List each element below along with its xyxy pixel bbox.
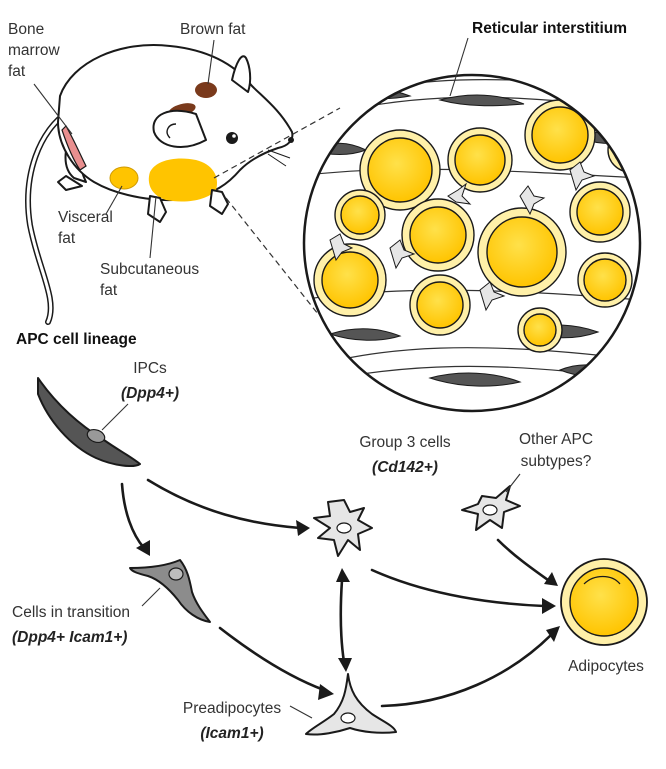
reticular-interstitium-zoom: [302, 73, 642, 413]
visceral-fat-icon: [109, 166, 139, 190]
mouse-hind-foot: [57, 175, 83, 191]
lineage-arrows: [120, 478, 560, 708]
mouse-eye: [226, 132, 238, 144]
ipc-cell: [37, 377, 141, 467]
adipocytes-name: Adipocytes: [568, 658, 644, 675]
mouse-front-leg: [147, 195, 167, 223]
arrow-other-to-adipocyte: [496, 538, 550, 582]
transition-marker: (Dpp4+ Icam1+): [12, 629, 127, 646]
transition-cell: [129, 559, 211, 623]
preadipocytes-name: Preadipocytes: [183, 700, 281, 717]
subcutaneous-fat-icon: [148, 158, 218, 202]
leader-transition: [141, 587, 161, 607]
label-bone-marrow-1: Bone: [8, 21, 44, 38]
other-apc-line2: subtypes?: [521, 453, 592, 470]
label-subcutaneous-2: fat: [100, 282, 118, 299]
group3-name: Group 3 cells: [359, 434, 451, 451]
arrow-group3-to-adipocyte: [370, 568, 546, 608]
ipcs-marker: (Dpp4+): [121, 385, 179, 402]
preadipocyte-cell: [305, 673, 397, 736]
bone-marrow-fat-icon: [61, 125, 87, 171]
preadipocytes-marker: (Icam1+): [200, 725, 263, 742]
interstitium-title: Reticular interstitium: [472, 20, 627, 37]
leader-ipcs: [101, 403, 129, 431]
brown-fat-icon: [195, 82, 217, 98]
arrow-transition-to-preadipocyte: [218, 626, 326, 692]
mouse-front-leg-2: [209, 189, 229, 215]
lineage-title: APC cell lineage: [16, 331, 137, 348]
arrow-ipc-to-group3: [146, 478, 302, 530]
leader-subcutaneous: [149, 195, 157, 259]
leader-interstitium: [449, 37, 469, 97]
zoom-line-top: [213, 107, 341, 179]
leader-brown-fat: [207, 39, 215, 85]
ipcs-name: IPCs: [133, 360, 167, 377]
arrow-group3-preadipocyte: [339, 578, 346, 664]
leader-bone-marrow: [33, 83, 73, 135]
group3-marker: (Cd142+): [372, 459, 438, 476]
adipocyte-cell: [560, 558, 648, 646]
arrow-preadipocyte-to-adipocyte: [380, 632, 554, 708]
mouse-illustration: [25, 44, 294, 325]
other-apc-line1: Other APC: [519, 431, 593, 448]
label-visceral-2: fat: [58, 230, 76, 247]
label-subcutaneous-1: Subcutaneous: [100, 261, 199, 278]
arrow-ipc-to-transition: [120, 482, 146, 550]
leader-visceral: [105, 185, 123, 215]
mouse-ear-front: [152, 109, 207, 148]
mouse-nose: [288, 137, 294, 143]
zoom-line-bottom: [225, 197, 319, 315]
label-brown-fat: Brown fat: [180, 21, 246, 38]
transition-name: Cells in transition: [12, 604, 130, 621]
label-bone-marrow-3: fat: [8, 63, 26, 80]
leader-other: [505, 473, 521, 493]
label-bone-marrow-2: marrow: [8, 42, 60, 59]
leader-preadipocytes: [289, 705, 313, 719]
mouse-ear-back: [231, 55, 252, 93]
label-visceral-1: Visceral: [58, 209, 113, 226]
